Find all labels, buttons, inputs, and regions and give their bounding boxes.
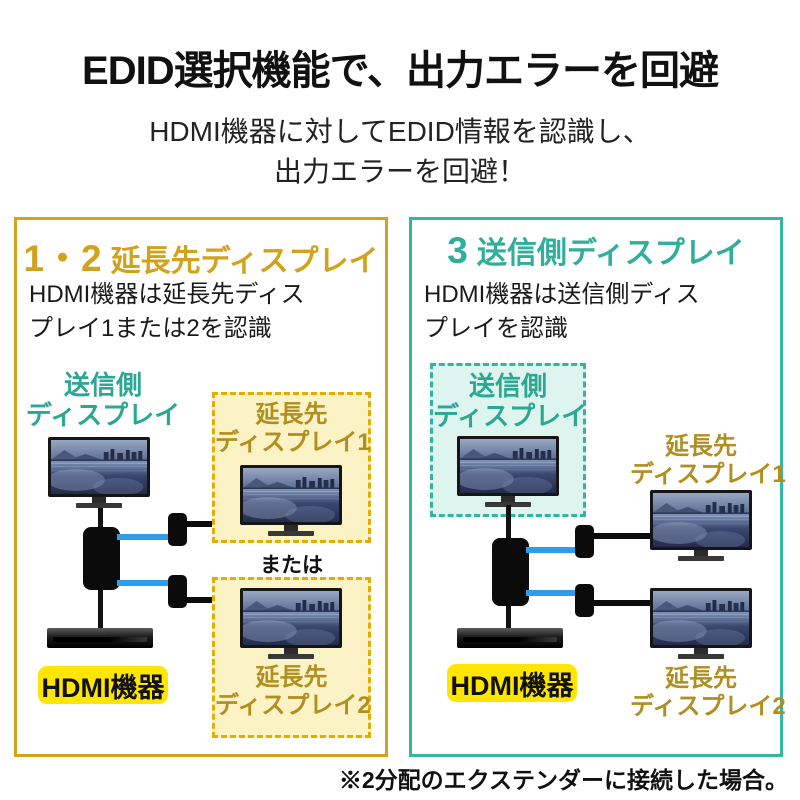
- monitor-stand-neck: [284, 648, 298, 654]
- right-source-display-label: 送信側 ディスプレイ: [433, 371, 588, 432]
- monitor-stand-neck: [694, 550, 708, 556]
- hdmi-connector-2: [575, 584, 594, 617]
- page-subtitle-line1: HDMI機器に対してEDID情報を認識し、: [149, 116, 651, 147]
- hdmi-connector-1: [168, 513, 187, 546]
- monitor-stand-base: [76, 503, 122, 508]
- monitor-screen: [240, 588, 342, 648]
- extended-display1-label: 延長先 ディスプレイ1: [630, 433, 786, 489]
- device-pole: [98, 588, 103, 632]
- panel-source-display: 3 送信側ディスプレイ HDMI機器は送信側ディス プレイを認識 送信側 ディス…: [409, 217, 786, 757]
- hdmi-device-badge: HDMI機器: [38, 666, 168, 704]
- right-panel-heading-text: 送信側ディスプレイ: [476, 237, 745, 270]
- monitor-stand-base: [268, 531, 314, 536]
- black-cable-1: [187, 521, 215, 527]
- panel-extended-displays: 1・2 延長先ディスプレイ HDMI機器は延長先ディス プレイ1または2を認識 …: [14, 217, 388, 757]
- monitor-screen: [457, 436, 559, 496]
- blue-cable-2: [526, 590, 578, 596]
- blue-cable-1: [117, 534, 170, 540]
- left-source-label-line1: 送信側: [63, 370, 142, 400]
- extended-monitor-1: [650, 490, 752, 561]
- monitor-screen: [48, 437, 150, 497]
- left-source-label-line2: ディスプレイ: [25, 400, 181, 431]
- left-source-display-label: 送信側 ディスプレイ: [17, 370, 189, 430]
- monitor-stand-base: [268, 654, 314, 659]
- left-panel-description-line2: プレイ1または2を認識: [29, 314, 272, 342]
- extended-display2-label-line2: ディスプレイ2: [215, 691, 371, 719]
- hdmi-player-device: [457, 628, 563, 648]
- black-cable-2: [187, 597, 215, 603]
- hdmi-device-badge: HDMI機器: [447, 664, 577, 702]
- or-label: または: [260, 554, 323, 577]
- right-panel-description: HDMI機器は送信側ディス プレイを認識: [424, 278, 700, 345]
- monitor-pole: [506, 505, 511, 540]
- left-panel-heading: 1・2 延長先ディスプレイ: [17, 228, 385, 282]
- left-panel-description-line1: HDMI機器は延長先ディス: [29, 281, 305, 308]
- right-panel-number: 3: [447, 230, 468, 271]
- monitor-stand-base: [485, 502, 531, 507]
- right-panel-description-line1: HDMI機器は送信側ディス: [424, 281, 700, 308]
- monitor-screen: [650, 490, 752, 550]
- blue-cable-2: [117, 580, 170, 586]
- right-source-label-line2: ディスプレイ: [433, 401, 588, 432]
- source-monitor: [457, 436, 559, 507]
- page-title: EDID選択機能で、出力エラーを回避: [82, 49, 719, 93]
- extender-box: [83, 527, 120, 590]
- extended-monitor-1: [240, 465, 342, 536]
- extended-display1-label-line1: 延長先: [255, 401, 328, 428]
- monitor-screen: [240, 465, 342, 525]
- extender-box: [492, 538, 529, 606]
- hdmi-connector-2: [168, 575, 187, 608]
- black-cable-2: [594, 600, 651, 606]
- right-panel-heading: 3 送信側ディスプレイ: [412, 228, 780, 272]
- hdmi-player-device: [47, 628, 153, 648]
- extended-monitor-2: [240, 588, 342, 659]
- monitor-screen: [650, 588, 752, 648]
- monitor-stand-neck: [284, 525, 298, 531]
- monitor-pole: [98, 498, 103, 530]
- extended-display1-label-line2: ディスプレイ1: [630, 460, 786, 488]
- monitor-stand-neck: [694, 648, 708, 654]
- extended-display2-label: 延長先 ディスプレイ2: [215, 664, 371, 720]
- hdmi-connector-1: [575, 525, 594, 558]
- extended-display1-label-line1: 延長先: [665, 433, 737, 460]
- device-pole: [506, 604, 511, 632]
- extended-display2-box: 延長先 ディスプレイ2: [212, 577, 371, 738]
- source-monitor: [48, 437, 150, 508]
- footnote: ※2分配のエクステンダーに接続した場合。: [338, 767, 788, 793]
- right-panel-description-line2: プレイを認識: [424, 314, 568, 342]
- monitor-stand-neck: [92, 497, 106, 503]
- left-panel-number: 1・2: [23, 238, 102, 279]
- right-source-label-line1: 送信側: [468, 371, 547, 401]
- extended-display1-label-line2: ディスプレイ1: [215, 428, 371, 456]
- page-subtitle-line2: 出力エラーを回避！: [273, 156, 526, 187]
- monitor-stand-base: [678, 556, 724, 561]
- blue-cable-1: [526, 547, 578, 553]
- extended-display1-box: 延長先 ディスプレイ1: [212, 392, 371, 543]
- extended-display2-label-line2: ディスプレイ2: [630, 692, 786, 720]
- left-panel-description: HDMI機器は延長先ディス プレイ1または2を認識: [29, 278, 305, 345]
- left-panel-heading-text: 延長先ディスプレイ: [110, 245, 379, 278]
- black-cable-1: [594, 533, 651, 539]
- extended-display2-label-line1: 延長先: [665, 665, 737, 692]
- monitor-stand-neck: [501, 496, 515, 502]
- extended-display2-label: 延長先 ディスプレイ2: [630, 665, 786, 721]
- extended-display2-label-line1: 延長先: [255, 664, 328, 691]
- source-display-box: 送信側 ディスプレイ: [430, 363, 588, 517]
- extended-display1-label: 延長先 ディスプレイ1: [215, 401, 371, 457]
- monitor-stand-base: [678, 654, 724, 659]
- extended-monitor-2: [650, 588, 752, 659]
